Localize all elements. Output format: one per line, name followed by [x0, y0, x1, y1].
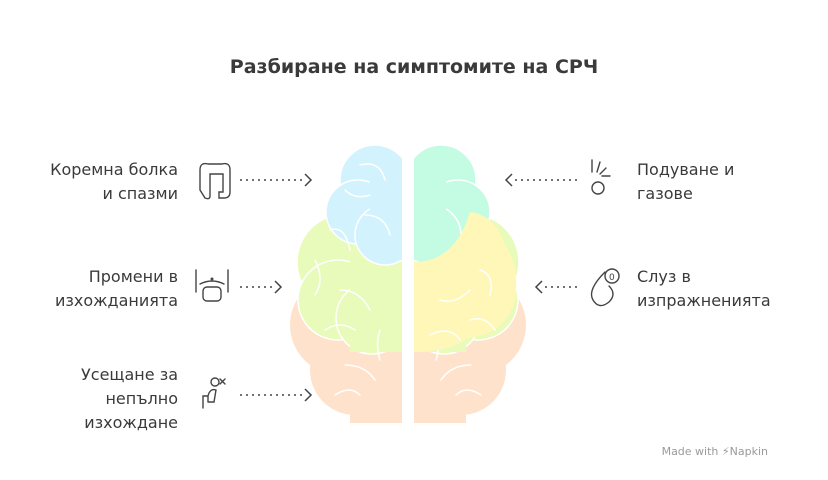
brain-region-green	[296, 213, 402, 355]
napkin-watermark: Made with ⚡Napkin	[661, 445, 768, 458]
brain-region-yellow-right	[414, 212, 517, 352]
napkin-logo-icon: ⚡	[721, 445, 730, 458]
arrows	[240, 173, 578, 402]
brain-region-blue	[325, 144, 402, 266]
drop-icon: 0	[590, 268, 620, 307]
svg-text:0: 0	[609, 273, 615, 283]
burst-bubble-icon	[591, 159, 611, 195]
page-title: Разбиране на симптомите на СРЧ	[229, 56, 599, 78]
intestine-icon	[199, 162, 231, 200]
toilet-hands-icon	[195, 269, 229, 302]
person-toilet-icon	[202, 377, 226, 409]
